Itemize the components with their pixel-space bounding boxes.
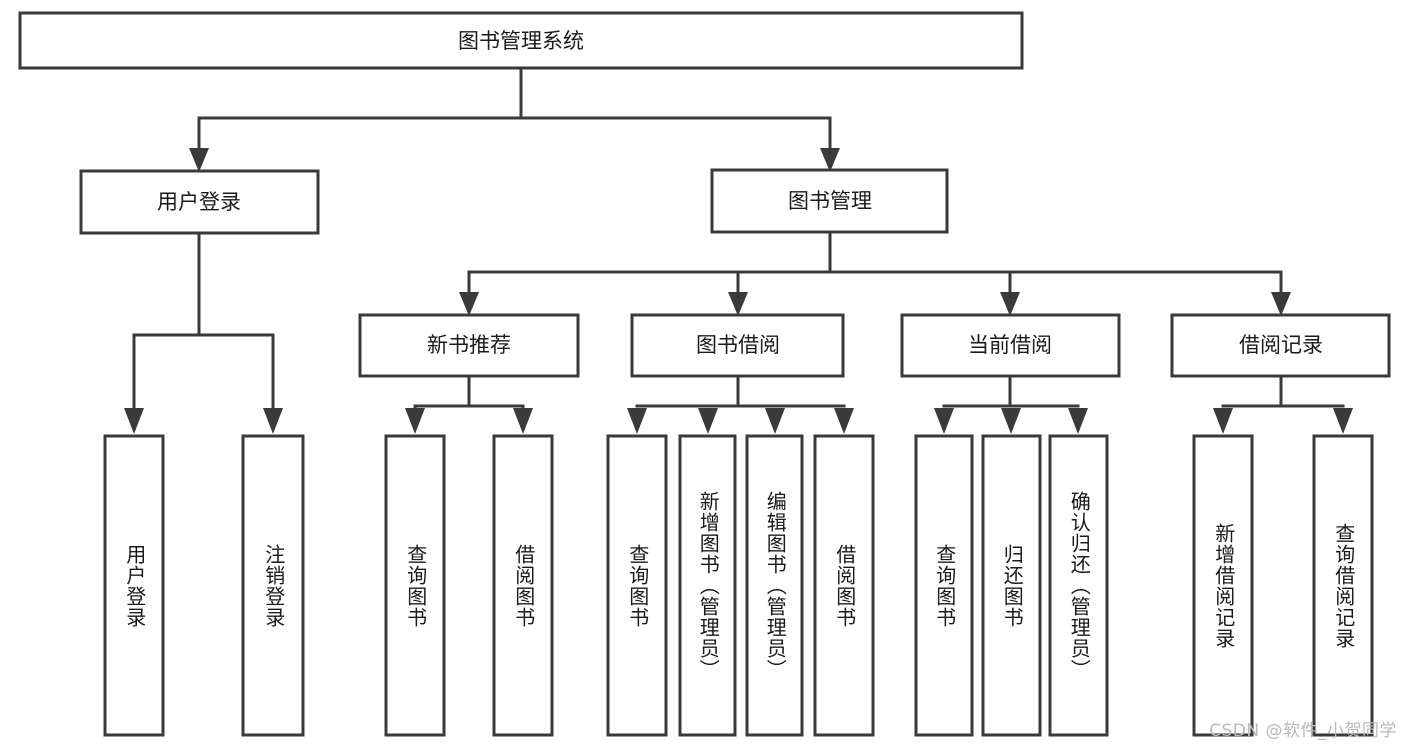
node-box-leaf-new-book-1[interactable] (384, 434, 446, 737)
node-label-root: 图书管理系统 (458, 29, 584, 53)
node-box-leaf-borrow-record-2[interactable] (1312, 434, 1374, 737)
node-box-root[interactable] (18, 11, 1024, 70)
node-box-leaf-book-borrow-2[interactable] (678, 434, 737, 737)
node-box-current-borrow[interactable] (900, 313, 1121, 378)
node-box-leaf-book-borrow-1[interactable] (606, 434, 668, 737)
connector-group (124, 66, 1353, 434)
watermark-text: CSDN @软件_小贺同学 (1209, 721, 1397, 741)
node-box-leaf-borrow-record-1[interactable] (1192, 434, 1254, 737)
node-box-user-login[interactable] (79, 169, 320, 235)
arrow-record-leaf1 (1213, 408, 1233, 434)
node-label-borrow-record: 借阅记录 (1239, 333, 1323, 357)
node-label-current-borrow: 当前借阅 (968, 333, 1052, 357)
arrow-newbook-leaf1 (405, 408, 425, 434)
arrow-newbook-leaf2 (513, 408, 533, 434)
arrow-record-leaf2 (1333, 408, 1353, 434)
node-label-new-book-recommend: 新书推荐 (427, 333, 511, 357)
arrow-current-leaf1 (934, 408, 954, 434)
arrow-borrow-leaf2 (698, 408, 718, 434)
node-box-leaf-current-borrow-3[interactable] (1048, 434, 1109, 737)
arrow-borrow-leaf1 (627, 408, 647, 434)
node-box-borrow-record[interactable] (1170, 313, 1391, 378)
node-label-user-login: 用户登录 (157, 190, 241, 214)
arrow-userlogin-leaf2 (263, 408, 283, 434)
arrow-bookmgmt-borrow (728, 292, 748, 316)
arrow-root-to-userlogin (189, 148, 209, 172)
node-box-book-borrow[interactable] (630, 313, 845, 378)
node-box-leaf-current-borrow-2[interactable] (981, 434, 1042, 737)
node-box-leaf-new-book-2[interactable] (492, 434, 554, 737)
node-box-leaf-current-borrow-1[interactable] (914, 434, 974, 737)
arrow-borrow-leaf4 (834, 408, 854, 434)
arrow-borrow-leaf3 (765, 408, 785, 434)
arrow-userlogin-leaf1 (124, 408, 144, 434)
node-box-leaf-book-borrow-3[interactable] (745, 434, 804, 737)
node-box-book-management[interactable] (710, 168, 949, 234)
node-box-leaf-user-login-1[interactable] (103, 434, 165, 737)
arrow-root-to-bookmgmt (820, 148, 840, 172)
node-box-leaf-book-borrow-4[interactable] (813, 434, 875, 737)
arrow-current-leaf3 (1068, 408, 1088, 434)
arrow-bookmgmt-newbook (459, 292, 479, 316)
arrow-bookmgmt-current (1000, 292, 1020, 316)
node-label-book-borrow: 图书借阅 (696, 333, 780, 357)
arrow-current-leaf2 (1001, 408, 1021, 434)
node-box-leaf-user-login-2[interactable] (241, 434, 305, 737)
node-label-book-management: 图书管理 (788, 189, 872, 213)
node-box-new-book-recommend[interactable] (358, 313, 580, 378)
arrow-bookmgmt-record (1271, 292, 1291, 316)
